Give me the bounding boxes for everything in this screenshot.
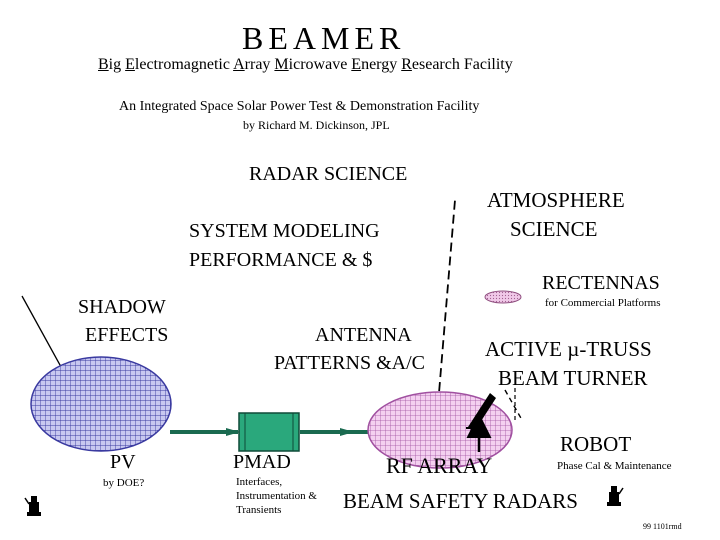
pv-note: by DOE? — [103, 477, 145, 489]
subtitle-initial: A — [233, 56, 245, 73]
page-title: BEAMER — [242, 20, 406, 56]
pmad-note-line2: Instrumentation & — [236, 490, 317, 502]
radar-science-label: RADAR SCIENCE — [249, 163, 408, 185]
rectenna-ellipse — [484, 290, 522, 304]
pv-label: PV — [110, 451, 136, 473]
author: by Richard M. Dickinson, JPL — [243, 118, 390, 132]
active-truss-label-line2: BEAM TURNER — [498, 366, 648, 390]
shadow-effects-label-line1: SHADOW — [78, 296, 166, 318]
subtitle-word-rest: rray — [244, 56, 275, 73]
subtitle-word-rest: icrowave — [288, 56, 352, 73]
subtitle-initial: R — [401, 56, 412, 73]
cable-joint-right — [340, 428, 354, 436]
atmosphere-science-label-line2: SCIENCE — [510, 217, 598, 241]
pmad-note-line3: Transients — [236, 504, 282, 516]
pv-array-ellipse — [30, 356, 172, 452]
subtitle-word-rest: ig — [108, 56, 126, 73]
radar-beam-line — [437, 199, 456, 406]
pmad-label: PMAD — [233, 451, 291, 473]
robot-note: Phase Cal & Maintenance — [557, 460, 672, 472]
subtitle-word-rest: lectromagnetic — [134, 56, 234, 73]
atmosphere-beam-line — [504, 389, 523, 421]
tagline: An Integrated Space Solar Power Test & D… — [119, 99, 480, 114]
robot-label: ROBOT — [560, 432, 632, 456]
antenna-patterns-label-line2: PATTERNS &A/C — [274, 352, 425, 374]
system-modeling-label-line2: PERFORMANCE & $ — [189, 249, 373, 271]
pmad-box — [238, 412, 300, 452]
subtitle-word-rest: esearch Facility — [411, 56, 513, 73]
cable-joint-left — [226, 428, 240, 436]
antenna-patterns-label-line1: ANTENNA — [315, 324, 412, 346]
active-truss-label-line1: ACTIVE µ-TRUSS — [485, 337, 652, 361]
beam-turner-icon — [466, 393, 496, 432]
system-modeling-label-line1: SYSTEM MODELING — [189, 220, 380, 242]
rectennas-label: RECTENNAS — [542, 272, 660, 294]
beam-safety-radars-label: BEAM SAFETY RADARS — [343, 489, 578, 513]
subtitle-word-rest: nergy — [361, 56, 402, 73]
subtitle-initial: E — [125, 56, 135, 73]
subtitle-acronym-expansion: Big Electromagnetic Array Microwave Ener… — [98, 57, 513, 73]
rf-array-label: RF ARRAY — [386, 453, 493, 478]
subtitle-initial: B — [98, 56, 109, 73]
subtitle-initial: M — [274, 56, 289, 73]
pmad-note-line1: Interfaces, — [236, 476, 283, 488]
rf-array-ellipse — [367, 391, 513, 469]
subtitle-initial: E — [351, 56, 362, 73]
rectennas-note: for Commercial Platforms — [545, 297, 661, 309]
shadow-effects-label-line2: EFFECTS — [85, 324, 169, 346]
robot-icon — [607, 486, 624, 506]
atmosphere-science-label-line1: ATMOSPHERE — [487, 188, 625, 212]
robot-icon — [24, 496, 41, 516]
document-id: 99 1101rmd — [643, 522, 682, 531]
